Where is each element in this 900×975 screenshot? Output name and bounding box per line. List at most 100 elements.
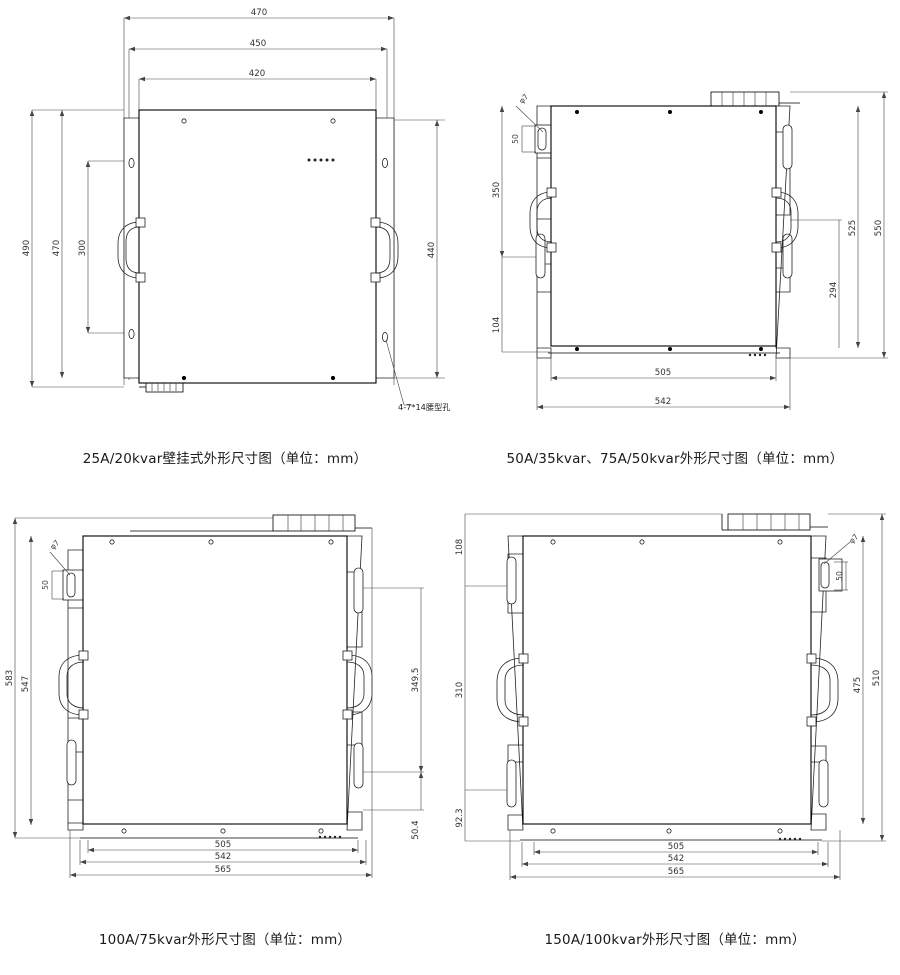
- screw-top-center: [668, 110, 672, 114]
- dim-104: [501, 257, 550, 353]
- figure-caption-25a: 25A/20kvar壁挂式外形尺寸图（单位：mm）: [82, 451, 368, 467]
- dim-label-300: 300: [78, 240, 88, 256]
- dim-label-565: 565: [668, 867, 684, 877]
- screw-top-center: [208, 539, 214, 545]
- led-indicator-group: [307, 158, 335, 162]
- led-indicator-group: [748, 353, 767, 357]
- drawing-25a: 470 450 420: [22, 8, 450, 412]
- mounting-plate-left: [506, 535, 524, 831]
- dim-504: [363, 772, 424, 811]
- dim-label-504: 50.4: [411, 820, 421, 839]
- screw-top-left: [575, 110, 579, 114]
- handle-right: [806, 653, 839, 727]
- screw-top-right: [330, 118, 336, 124]
- dim-565: [69, 528, 373, 878]
- figure-150a-100kvar: φ7 50 108 310: [450, 500, 900, 975]
- vent-fins: [721, 513, 828, 531]
- drawing-50a-75a: φ7 50 350 104: [492, 91, 888, 410]
- device-body: [82, 535, 348, 825]
- screw-bottom-right: [330, 375, 336, 381]
- dim-542: [79, 840, 367, 865]
- screw-bottom-right: [777, 828, 783, 834]
- dim-label-542: 542: [215, 852, 231, 862]
- dim-label-547: 547: [21, 676, 31, 692]
- dim-547: [28, 536, 34, 825]
- screw-top-left: [550, 539, 556, 545]
- dim-565: [509, 830, 841, 880]
- dim-50: [521, 125, 536, 153]
- dim-3495: [363, 587, 424, 773]
- dim-label-310: 310: [455, 682, 465, 698]
- figure-caption-50a-75a: 50A/35kvar、75A/50kvar外形尺寸图（单位：mm）: [506, 451, 844, 467]
- dim-475: [860, 536, 866, 824]
- drawing-150a: φ7 50 108 310: [455, 513, 886, 880]
- dim-505: [550, 355, 777, 381]
- led-indicator-group: [778, 837, 802, 841]
- screw-bottom-center: [668, 347, 672, 351]
- mounting-plate-left: [534, 105, 560, 359]
- callout-phi7: [49, 551, 71, 576]
- dim-label-505: 505: [668, 842, 684, 852]
- figure-caption-100a: 100A/75kvar外形尺寸图（单位：mm）: [98, 932, 352, 948]
- dim-label-542: 542: [668, 854, 684, 864]
- dim-label-923: 92.3: [455, 808, 465, 827]
- dim-label-294: 294: [829, 282, 839, 298]
- callout-label-phi7: φ7: [48, 538, 61, 551]
- dim-505: [533, 842, 819, 855]
- dim-label-525: 525: [848, 220, 858, 236]
- screw-top-right: [328, 539, 334, 545]
- mounting-bracket-right: [375, 117, 395, 379]
- dim-310: [464, 586, 507, 791]
- vent-fins: [130, 514, 372, 532]
- dim-542: [536, 358, 791, 410]
- dim-108: [464, 513, 722, 587]
- dim-923: [464, 790, 520, 842]
- drawing-100a: φ7 50 583 547: [5, 514, 424, 878]
- dim-label-470-left: 470: [52, 240, 62, 256]
- dim-420: [138, 76, 377, 110]
- dim-50: [834, 561, 848, 591]
- mounting-plate-right: [775, 105, 793, 359]
- dim-label-542: 542: [655, 397, 671, 407]
- device-body: [550, 105, 777, 347]
- dim-label-104: 104: [492, 317, 502, 333]
- dim-label-583: 583: [5, 670, 15, 686]
- dim-440: [394, 119, 445, 379]
- dim-550: [790, 91, 888, 359]
- screw-top-right: [759, 110, 763, 114]
- dim-542: [521, 842, 829, 867]
- screw-top-right: [777, 539, 783, 545]
- handle-left: [58, 650, 89, 720]
- vent-fins: [550, 91, 800, 107]
- handle-left: [529, 187, 557, 253]
- handle-right: [370, 217, 399, 283]
- figure-caption-150a: 150A/100kvar外形尺寸图（单位：mm）: [544, 932, 806, 948]
- dim-label-505: 505: [655, 368, 671, 378]
- device-body: [522, 535, 812, 825]
- dim-470-left: [59, 110, 65, 378]
- screw-top-center: [639, 539, 645, 545]
- note-leader-line: [385, 339, 412, 406]
- dim-label-3495: 349.5: [411, 668, 421, 693]
- mounting-plate-right: [346, 535, 364, 831]
- terminal-block: [139, 382, 184, 393]
- dim-label-470: 470: [251, 8, 267, 18]
- screw-bottom-right: [318, 828, 324, 834]
- dim-label-565: 565: [215, 865, 231, 875]
- dim-label-50: 50: [835, 571, 844, 581]
- dim-label-510: 510: [872, 670, 882, 686]
- screw-top-left: [109, 539, 115, 545]
- screw-bottom-left: [181, 375, 187, 381]
- dim-label-440: 440: [427, 242, 437, 258]
- screw-bottom-left: [121, 828, 127, 834]
- callout-label-phi7: φ7: [517, 92, 530, 105]
- figure-25a-20kvar: 470 450 420: [0, 0, 450, 480]
- dim-490: [29, 109, 124, 388]
- callout-phi7: [823, 541, 851, 565]
- dim-583: [12, 517, 273, 839]
- dim-294: [790, 219, 842, 348]
- handle-left: [117, 217, 146, 283]
- screw-top-left: [181, 118, 187, 124]
- screw-bottom-center: [220, 828, 226, 834]
